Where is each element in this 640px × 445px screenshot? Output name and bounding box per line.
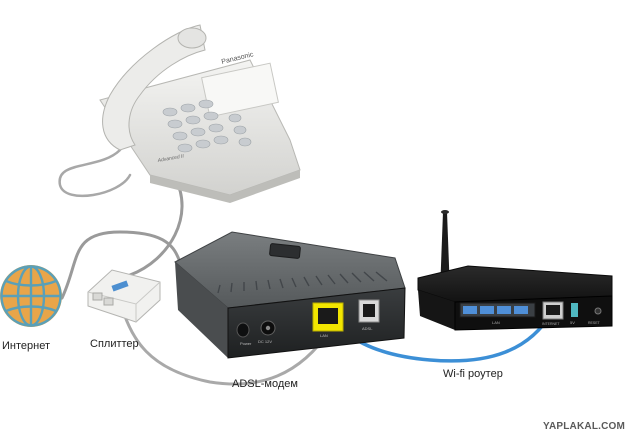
phone-model: Advanced II [156, 153, 185, 164]
watermark-logo: YAPLAKAL.COM [543, 421, 626, 432]
label-internet: Интернет [2, 340, 50, 352]
router-port-dc: 5V [570, 320, 575, 325]
splitter-device [87, 269, 161, 323]
phone-line-cables [58, 148, 332, 386]
router-port-lan: LAN [492, 320, 500, 325]
globe-icon [0, 265, 62, 327]
modem-port-adsl: ADSL [362, 326, 373, 331]
modem-port-lan: LAN [320, 333, 328, 338]
label-adsl-modem: ADSL-модем [232, 378, 298, 390]
label-wifi-router: Wi-fi роутер [443, 368, 503, 380]
router-port-internet: INTERNET [542, 322, 560, 326]
wifi-router [417, 210, 613, 331]
modem-port-dc: DC 12V [258, 339, 272, 344]
modem-port-power: Power [240, 341, 252, 346]
adsl-modem [174, 231, 406, 359]
telephone [99, 24, 301, 203]
router-port-reset: RESET [588, 321, 601, 325]
label-splitter: Сплиттер [90, 338, 139, 350]
